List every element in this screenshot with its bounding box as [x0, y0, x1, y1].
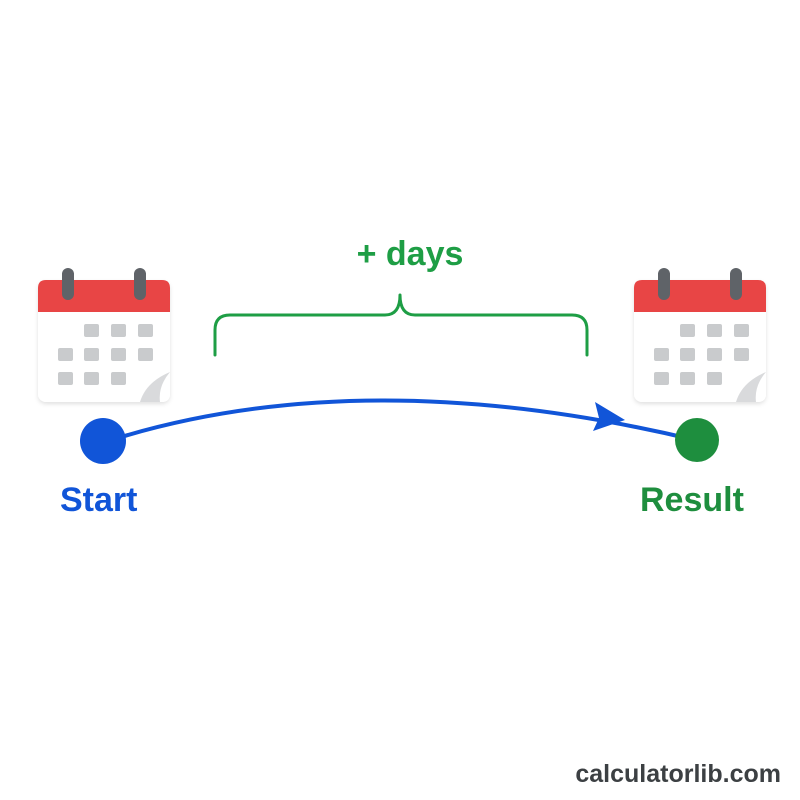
result-calendar-icon	[634, 268, 766, 402]
start-calendar-icon	[38, 268, 170, 402]
start-node	[80, 418, 126, 464]
offset-label: + days	[357, 235, 464, 273]
arrowhead-icon	[593, 402, 625, 431]
offset-bracket	[213, 293, 589, 357]
result-label: Result	[640, 481, 744, 519]
watermark-text: calculatorlib.com	[575, 760, 781, 788]
result-node	[675, 418, 719, 462]
start-label: Start	[60, 481, 137, 519]
